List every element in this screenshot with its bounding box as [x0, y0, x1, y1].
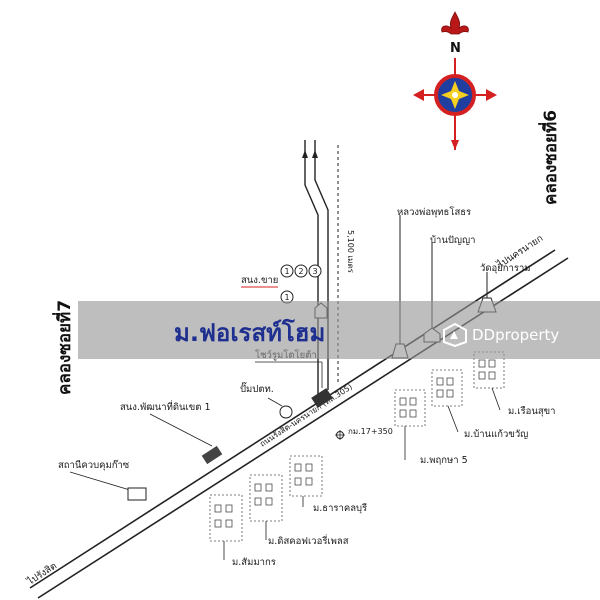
- marker-circles: [280, 264, 322, 304]
- project-location-marker: [311, 388, 333, 408]
- ptt-pump-icon: [279, 405, 293, 419]
- project-title: ม.ฟอเรสท์โฮม: [174, 319, 326, 347]
- gas-control-label: สถานีควบคุมก๊าซ: [58, 459, 130, 471]
- village-thara-label: ม.ธาราคลบุรี: [313, 502, 367, 514]
- ban-panya-label: บ้านปัญญา: [430, 235, 475, 246]
- to-rangsit-label: ไปรังสิต: [24, 560, 59, 588]
- ddproperty-logo-icon: [443, 322, 467, 348]
- luang-pho-label: หลวงพ่อพุทธโสธร: [397, 206, 471, 218]
- km-marker-label: กม.17+350: [348, 427, 393, 436]
- marker-2: 2: [299, 267, 304, 276]
- land-office-icon: [201, 445, 223, 465]
- watermark-text: DDproperty: [472, 326, 560, 344]
- village-ruean-sukha-label: ม.เรือนสุขา: [508, 406, 555, 417]
- village-phruksa-label: ม.พฤกษา 5: [420, 455, 468, 466]
- side-road-distance: 5,100 เมตร: [346, 230, 355, 274]
- ptt-pump-label: ปั๊มปตท.: [240, 381, 274, 395]
- marker-1: 1: [285, 267, 290, 276]
- north-label: N: [450, 41, 461, 56]
- watermark: DDproperty: [442, 322, 559, 348]
- compass-rose-icon: N: [413, 11, 497, 150]
- village-dista-label: ม.ดิสคอฟเวอรี่เพลส: [268, 534, 349, 547]
- village-ban-kaew-label: ม.บ้านแก้วขวัญ: [464, 429, 528, 440]
- marker-single: 1: [285, 293, 290, 302]
- village-house-icons-ne: [399, 359, 496, 418]
- gas-control-icon: [127, 487, 147, 501]
- project-banner: [78, 301, 600, 359]
- canal-label-left: คลองซอยที่7: [52, 300, 75, 395]
- village-blocks-ne: [394, 351, 505, 427]
- canal-label-right: คลองซอยที่6: [538, 110, 561, 205]
- land-office-label: สนง.พัฒนาที่ดินเขต 1: [120, 400, 211, 413]
- marker-3: 3: [313, 267, 318, 276]
- wat-label: วัดอุยิการาม: [480, 263, 531, 274]
- village-sammakorn-label: ม.สัมมากร: [232, 557, 276, 568]
- sales-office-label: สนง.ขาย: [241, 275, 278, 286]
- village-house-icons-sw: [214, 463, 313, 528]
